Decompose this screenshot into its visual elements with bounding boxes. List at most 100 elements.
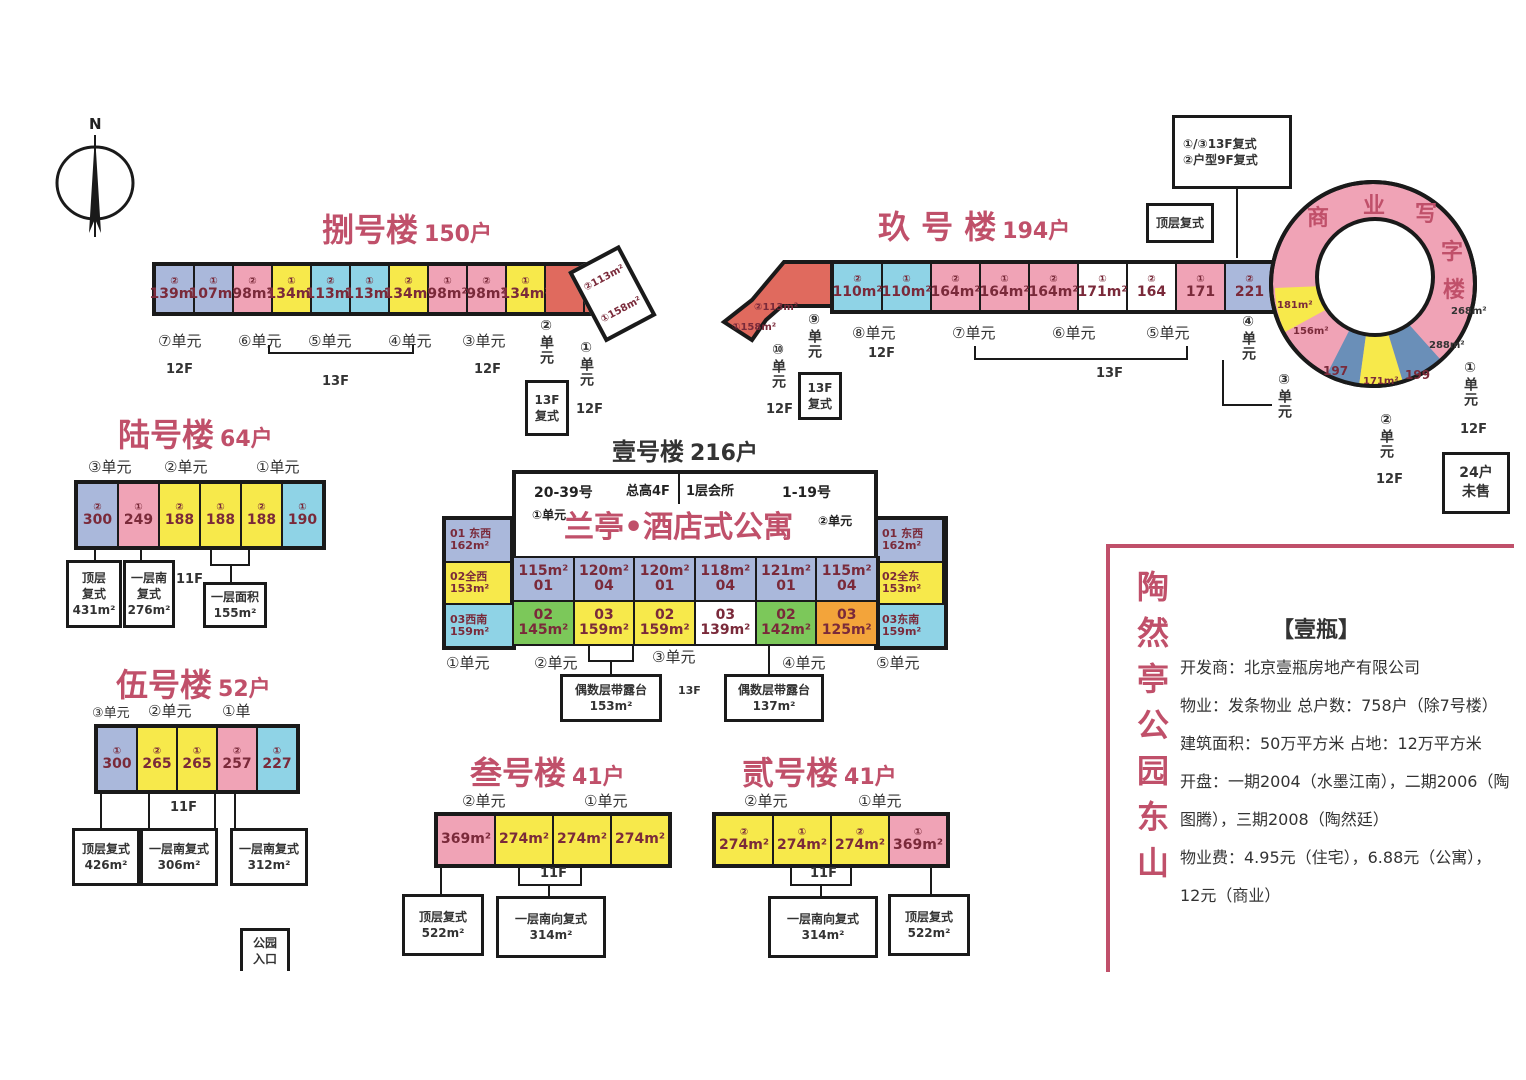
b1-name: 兰亭•酒店式公寓 (564, 510, 794, 545)
b1-upper-cell-text: 115m² (518, 562, 569, 579)
b1-upper-cell-text: 04 (715, 578, 736, 594)
b5-unit-1: ①单 (222, 702, 251, 720)
b8-bracket-r (412, 345, 414, 354)
b9-unit-6: ⑥单元 (1052, 324, 1096, 342)
compass-icon (55, 135, 135, 237)
b9-unit-5: ⑤单元 (1146, 324, 1190, 342)
b8-cell-area: 98m² (466, 285, 507, 302)
b3-leader-2c (518, 884, 582, 886)
b1-left-cell-text: 03西南 (450, 612, 488, 626)
b1-unit-3: ③单元 (652, 648, 696, 666)
b1-header-right: 1-19号 (782, 485, 832, 501)
b1-right-cell-text: 153m² (882, 582, 922, 595)
b2-cell-area: 274m² (719, 836, 769, 853)
info-fee-2: 12元（商业） (1180, 886, 1281, 905)
b2-leader-a (790, 864, 792, 886)
b9-cell-area: 164m² (979, 283, 1030, 300)
b6-unit-2: ②单元 (164, 458, 208, 476)
b3-box-south-l2: 314m² (529, 928, 573, 942)
b9-cell-number: ① (1098, 273, 1107, 285)
b9-top-duplex: 顶层复式 (1146, 203, 1214, 243)
b1-upper-cell-text: 120m² (579, 562, 629, 579)
b3-cell-area: 369m² (441, 831, 491, 848)
commercial-ring: 商 业 写 字 楼 181m² 156m² 197 171m² 199 288m… (1255, 172, 1495, 412)
b2-box-top-l2: 522m² (907, 926, 951, 940)
unsold-label: 未售 (1462, 484, 1490, 500)
b6-box-ground-l1: 一层面积 (210, 589, 259, 604)
b1-header: 20-39号 总高4F 1层会所 1-19号 ①单元 兰亭•酒店式公寓 ②单元 (512, 470, 878, 562)
b3-unit-cell: 274m² (612, 816, 668, 864)
b1-unit-5: ⑤单元 (876, 654, 920, 672)
b5-cell-number: ① (272, 745, 282, 757)
b8-cell-number: ① (521, 275, 530, 287)
b6-leader-3b (248, 546, 250, 566)
b8-unit-1: ①单元 (578, 340, 594, 387)
b8-dup-floor: 13F (534, 392, 560, 407)
b9-cell-area: 110m² (832, 283, 883, 300)
b1-header-divider (678, 474, 680, 504)
b3-box-top-l1: 顶层复式 (418, 909, 467, 924)
b5-unit-2: ②单元 (148, 702, 192, 720)
b8-unit-2: ②单元 (538, 318, 554, 365)
b8-unit-5: ⑤单元 (308, 332, 352, 350)
b9-cell-area: 164m² (930, 283, 981, 300)
b3-floor: 11F (540, 866, 567, 881)
b3-cell-area: 274m² (557, 831, 607, 848)
b9-cell-number: ① (1196, 273, 1205, 285)
b1-lower-cell-text: 125m² (821, 622, 872, 638)
b9-cell-area: 164m² (1028, 283, 1079, 300)
building-8-tail-1: ①158m² (598, 294, 643, 325)
b8-cell-area: 139m² (149, 285, 200, 302)
info-panel: 陶然亭公园东山 【壹瓶】 开发商：北京壹瓶房地产有限公司 物业：发条物业 总户数… (1106, 544, 1514, 972)
b2-floor: 11F (810, 866, 837, 881)
b1-upper-cell-text: 115m² (821, 562, 872, 579)
b8-cell-area: 113m² (305, 285, 356, 302)
ring-unit-2: ②单元 (1378, 412, 1394, 459)
b8-cell-area: 107m² (188, 285, 239, 302)
b8-floor-right: 12F (474, 362, 501, 377)
b1-lower-cell-text: 03 (836, 606, 857, 623)
b1-floor: 13F (678, 684, 701, 697)
b6-box-ground: 一层面积 155m² (203, 582, 267, 628)
b1-upper-cell-text: 04 (836, 578, 857, 594)
info-area: 建筑面积：50万平方米 占地：12万平方米 (1180, 734, 1482, 753)
b1-unit-1: ①单元 (446, 654, 490, 672)
b3-unit-cell: 274m² (496, 816, 554, 864)
b5-cell-area: 257 (222, 755, 252, 772)
compass: N (55, 115, 137, 240)
b1-unit-2: ②单元 (534, 654, 578, 672)
b9-cell-number: ② (1147, 273, 1156, 285)
b1-lower-cell-text: 03 (715, 606, 736, 623)
b1-unit-4: ④单元 (782, 654, 826, 672)
ring-char-2: 业 (1363, 194, 1386, 219)
building-1: 20-39号 总高4F 1层会所 1-19号 ①单元 兰亭•酒店式公寓 ②单元 … (442, 470, 948, 650)
b6-floor: 11F (176, 572, 203, 587)
b6-box-ground-l2: 155m² (213, 606, 257, 620)
b5-leader-2 (148, 790, 150, 828)
b8-cell-number: ② (482, 275, 491, 287)
